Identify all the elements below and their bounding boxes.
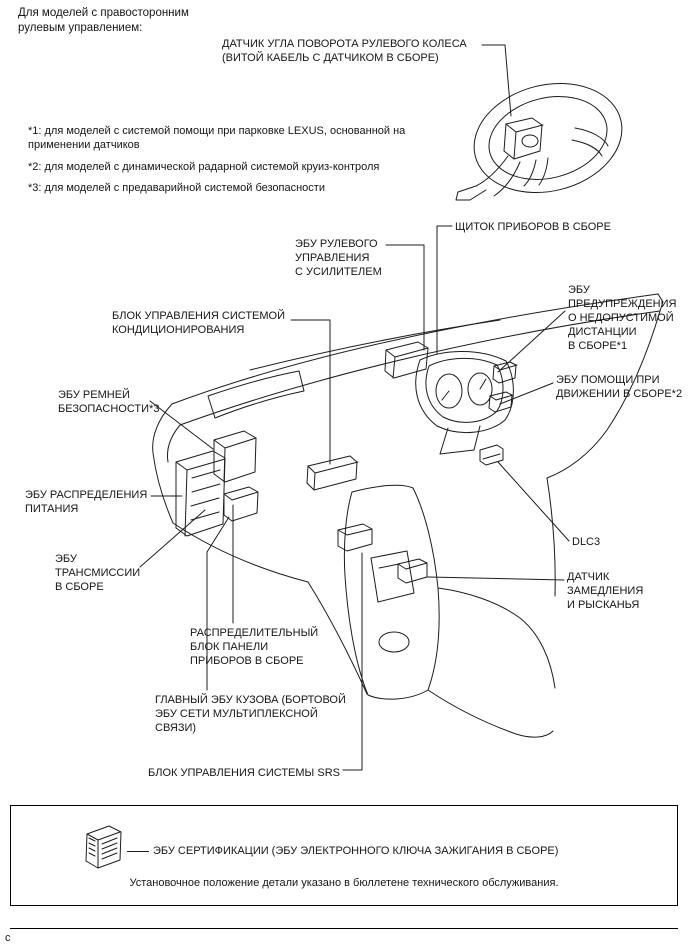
leader-steering-angle-sensor (481, 44, 512, 117)
leader-ac-control-unit (290, 319, 331, 465)
leader-yaw-rate-sensor (427, 576, 565, 581)
label-ac-control-unit: БЛОК УПРАВЛЕНИЯ СИСТЕМОЙ КОНДИЦИОНИРОВАН… (112, 310, 286, 337)
label-seat-belt-ecu: ЭБУ РЕМНЕЙ БЕЗОПАСНОСТИ*3 (58, 389, 160, 416)
label-distance-warning-ecu: ЭБУ ПРЕДУПРЕЖДЕНИЯ О НЕДОПУСТИМОЙ ДИСТАН… (568, 284, 677, 353)
footnote-3: *3: для моделей с предаварийной системой… (28, 181, 325, 194)
steering-angle-sensor-part (503, 117, 544, 160)
ac-control-unit-part (306, 455, 359, 491)
leader-driving-assist-ecu (499, 382, 554, 405)
label-instrument-cluster: ЩИТОК ПРИБОРОВ В СБОРЕ (455, 221, 611, 233)
leader-transmission-ecu (139, 509, 206, 568)
leader-main-body-ecu (206, 516, 230, 691)
installation-note: Установочное положение детали указано в … (129, 877, 559, 889)
dlc3-part (479, 444, 504, 466)
certification-ecu-icon (85, 825, 122, 869)
leader-lines (139, 44, 570, 771)
label-steering-angle-sensor: ДАТЧИК УГЛА ПОВОРОТА РУЛЕВОГО КОЛЕСА (ВИ… (222, 38, 467, 65)
left-ecu-cluster-part (175, 430, 259, 537)
driving-assist-ecu-part (488, 391, 514, 413)
label-dlc3: DLC3 (572, 536, 601, 548)
leader-dlc3 (497, 461, 570, 542)
leader-seat-belt-ecu (149, 400, 214, 450)
label-transmission-ecu: ЭБУ ТРАНСМИССИИ В СБОРЕ (55, 553, 141, 594)
dashboard-drawing (152, 293, 664, 738)
steering-wheel-drawing (455, 82, 623, 201)
label-yaw-rate-sensor: ДАТЧИК ЗАМЕДЛЕНИЯ И РЫСКАНЬЯ (567, 571, 644, 612)
label-srs-control-unit: БЛОК УПРАВЛЕНИЯ СИСТЕМЫ SRS (148, 767, 340, 779)
leader-instrument-cluster (436, 225, 453, 355)
power-steering-ecu-part (384, 341, 429, 379)
footnotes: *1: для моделей с системой помощи при па… (28, 124, 458, 202)
label-instrument-panel-junction-block: РАСПРЕДЕЛИТЕЛЬНЫЙ БЛОК ПАНЕЛИ ПРИБОРОВ В… (190, 627, 319, 668)
leader-power-steering-ecu (385, 244, 425, 351)
instrument-cluster-part (415, 351, 514, 433)
label-power-steering-ecu: ЭБУ РУЛЕВОГО УПРАВЛЕНИЯ С УСИЛИТЕЛЕМ (295, 238, 382, 279)
leader-srs-control-unit (342, 552, 363, 771)
footnote-1: *1: для моделей с системой помощи при па… (28, 125, 406, 152)
header-note: Для моделей с правосторонним рулевым упр… (18, 7, 189, 34)
yaw-rate-sensor-part (397, 558, 428, 584)
page-marker: c (5, 932, 11, 944)
label-main-body-ecu: ГЛАВНЫЙ ЭБУ КУЗОВА (БОРТОВОЙ ЭБУ СЕТИ МУ… (155, 694, 346, 735)
label-power-distribution-ecu: ЭБУ РАСПРЕДЕЛЕНИЯ ПИТАНИЯ (25, 489, 148, 516)
srs-control-unit-part (337, 523, 373, 552)
footnote-2: *2: для моделей с динамической радарной … (28, 160, 380, 173)
label-driving-assist-ecu: ЭБУ ПОМОЩИ ПРИ ДВИЖЕНИИ В СБОРЕ*2 (556, 374, 683, 401)
label-certification-ecu: ЭБУ СЕРТИФИКАЦИИ (ЭБУ ЭЛЕКТРОННОГО КЛЮЧА… (153, 845, 559, 857)
certification-ecu-leader-line (127, 851, 149, 852)
bottom-divider (10, 928, 678, 929)
certification-ecu-box: ЭБУ СЕРТИФИКАЦИИ (ЭБУ ЭЛЕКТРОННОГО КЛЮЧА… (10, 805, 678, 906)
leader-distance-warning-ecu (497, 310, 566, 373)
